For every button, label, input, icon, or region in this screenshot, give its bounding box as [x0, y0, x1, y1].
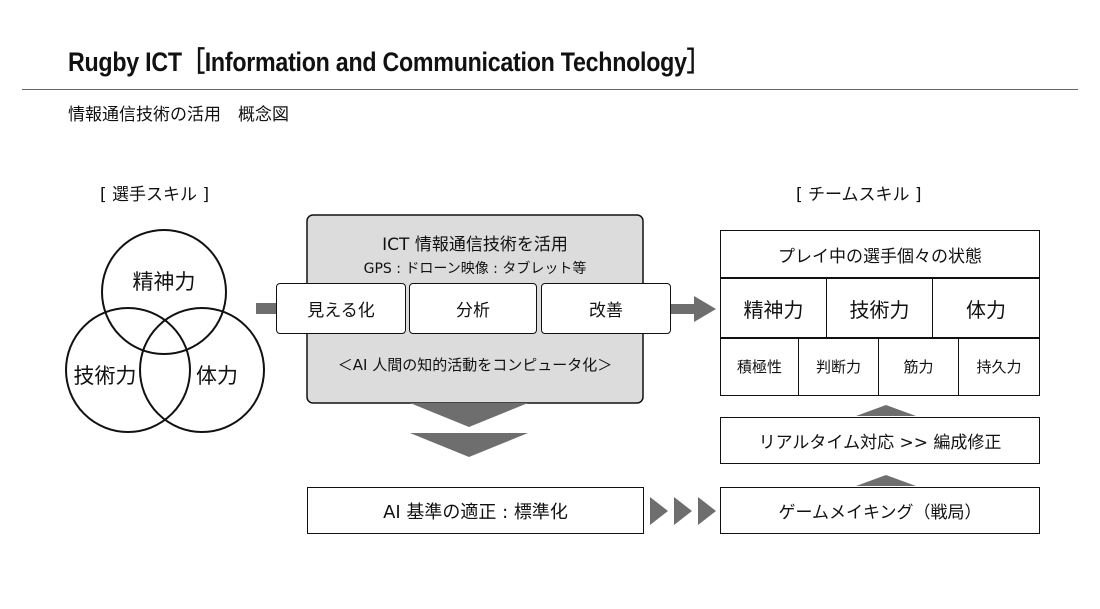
team-skill-technique: 技術力 [827, 278, 933, 338]
arrow-down-upper [410, 403, 528, 427]
arrow-right-1 [650, 497, 668, 525]
step-visualize-box: 見える化 [276, 283, 406, 334]
sub-skill-endurance: 持久力 [976, 358, 1022, 376]
team-skill-stamina: 体力 [966, 297, 1006, 322]
player-state-title: プレイ中の選手個々の状態 [720, 230, 1040, 279]
ai-standardization-box: AI 基準の適正 : 標準化 [307, 487, 644, 534]
arrow-up-upper [856, 405, 916, 416]
title-divider [22, 89, 1078, 90]
arrow-right-2 [674, 497, 692, 525]
venn-label-technique: 技術力 [73, 364, 137, 388]
team-sub-skills-row: 積極性 判断力 筋力 持久力 [720, 337, 1040, 396]
arrow-up-lower [856, 475, 916, 486]
venn-circle-technique [65, 307, 191, 433]
arrow-right-3 [698, 497, 716, 525]
venn-label-stamina: 体力 [196, 364, 238, 388]
page-title: Rugby ICT［Information and Communication … [68, 47, 710, 77]
venn-label-mental: 精神力 [132, 270, 196, 294]
sub-skill-strength: 筋力 [879, 338, 959, 395]
player-skills-label: [ 選手スキル ] [100, 185, 210, 205]
team-skill-mental: 精神力 [721, 278, 827, 338]
arrow-down-lower [410, 433, 528, 457]
sub-skill-initiative: 積極性 [721, 338, 799, 395]
step-analysis-box: 分析 [409, 283, 537, 334]
step-improve-box: 改善 [541, 283, 671, 334]
arrow-ict-to-team [666, 296, 716, 322]
ict-panel-title: ICT 情報通信技術を活用 [382, 235, 568, 255]
venn-circle-stamina [139, 307, 265, 433]
team-skills-label: [ チームスキル ] [796, 185, 922, 205]
ict-panel-tools: GPS : ドローン映像 : タブレット等 [363, 261, 587, 277]
ict-panel-note: ＜AI 人間の知的活動をコンピュータ化＞ [337, 356, 613, 374]
team-main-skills-row: 精神力 技術力 体力 [720, 277, 1040, 339]
venn-circle-mental [101, 229, 227, 355]
sub-skill-judgment: 判断力 [799, 338, 879, 395]
game-making-box: ゲームメイキング（戦局） [720, 487, 1040, 534]
page-subtitle: 情報通信技術の活用 概念図 [68, 105, 289, 125]
realtime-response-box: リアルタイム対応 >> 編成修正 [720, 417, 1040, 464]
